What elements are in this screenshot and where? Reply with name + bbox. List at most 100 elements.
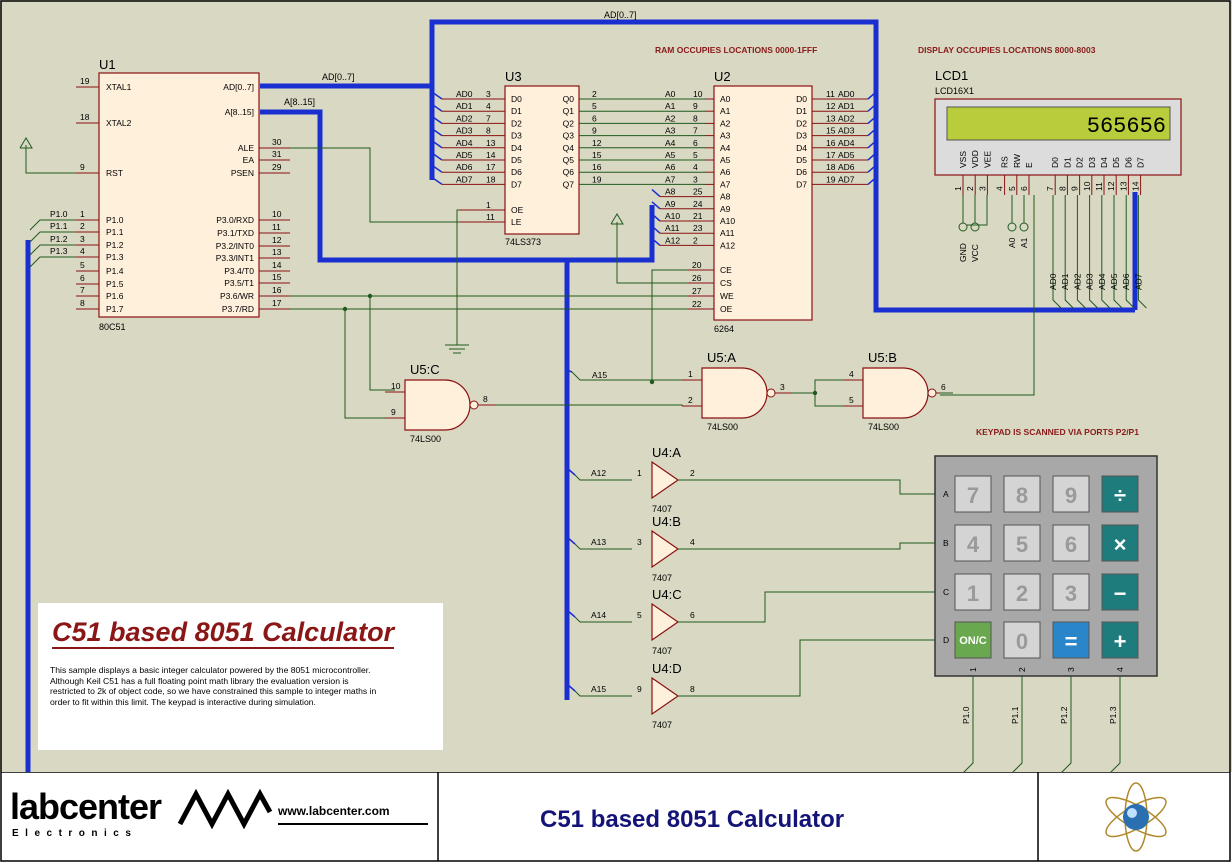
lcd-pin-num: 1 [953, 186, 963, 191]
key-label: 2 [1016, 581, 1028, 606]
u2-pin-name: CE [720, 265, 732, 275]
buffer-u4-b-part: 7407 [652, 573, 672, 583]
buffer-u4-c-net-label: A14 [591, 610, 606, 620]
p1-net-wire [29, 219, 76, 231]
u2-pin-name: A10 [720, 216, 735, 226]
u1-pin-num: 17 [272, 298, 282, 308]
u2-net-label: A7 [665, 174, 676, 184]
u1-body [98, 72, 260, 318]
p1-net-wire [29, 231, 76, 243]
keypad-col-label: 2 [1017, 667, 1027, 672]
keypad-key-1[interactable]: 1 [954, 573, 992, 611]
bus-entry [651, 213, 661, 222]
u1-pin-num: 7 [80, 285, 85, 295]
keypad-key-4[interactable]: 4 [954, 524, 992, 562]
u3-pin-name: D4 [511, 143, 522, 153]
u5c-ref: U5:C [410, 362, 440, 377]
labcenter-logo: labcenter [10, 786, 162, 827]
u2-pin-name: A1 [720, 106, 731, 116]
cs-power-wire [616, 222, 687, 284]
u2-pin-name: CS [720, 278, 732, 288]
u2-pin-name: A4 [720, 143, 731, 153]
keypad-col-wire [1109, 676, 1121, 774]
keypad-key-9[interactable]: 9 [1052, 475, 1090, 513]
u1-pin-name: P1.1 [106, 227, 124, 237]
u2-pin-num: 8 [693, 113, 698, 123]
keypad-key-+[interactable]: + [1101, 621, 1139, 659]
keypad-row-label: D [943, 635, 949, 645]
lcd-pin-num: 5 [1007, 186, 1017, 191]
u2-pin-num: 25 [693, 187, 703, 197]
buffer-u4-b-in-wire [574, 543, 632, 550]
buffer-a-out-wire [678, 479, 935, 495]
keypad-key-6[interactable]: 6 [1052, 524, 1090, 562]
u1-pin-num: 30 [272, 137, 282, 147]
labcenter-url[interactable]: www.labcenter.com [278, 804, 390, 818]
bus-entry [431, 152, 443, 161]
u1-pin-num: 29 [272, 162, 282, 172]
note-display: DISPLAY OCCUPIES LOCATIONS 8000-8003 [918, 45, 1096, 55]
u2-pin-name: A6 [720, 167, 731, 177]
key-face [1003, 621, 1041, 659]
p1-net-label: P1.2 [50, 234, 68, 244]
keypad-col-net: P1.2 [1059, 706, 1069, 724]
u1-pin-name: P3.1/TXD [217, 228, 254, 238]
u3-pin-num: 12 [592, 138, 602, 148]
u3-pin-num: 4 [486, 101, 491, 111]
u2-pin-num: 20 [692, 260, 702, 270]
lcd-pin-name: D1 [1062, 157, 1072, 168]
keypad-key-×[interactable]: × [1101, 524, 1139, 562]
lcd-pin-num: 3 [977, 186, 987, 191]
bus-entry [867, 91, 877, 100]
u2-pin-num: 5 [693, 150, 698, 160]
u3-pin-num: 5 [592, 101, 597, 111]
keypad-key-=[interactable]: = [1052, 621, 1090, 659]
u2-pin-num: 24 [693, 199, 703, 209]
keypad-key-3[interactable]: 3 [1052, 573, 1090, 611]
keypad-key-2[interactable]: 2 [1003, 573, 1041, 611]
u2-net-label: AD2 [838, 113, 855, 123]
bus-entry [431, 91, 443, 100]
keypad-key-0[interactable]: 0 [1003, 621, 1041, 659]
u2-net-label: A12 [665, 235, 680, 245]
description-text: This sample displays a basic integer cal… [50, 665, 377, 707]
bus-entry [566, 369, 573, 373]
u3-pin-num: 11 [486, 212, 495, 222]
u2-net-label: AD5 [838, 150, 855, 160]
keypad-key-÷[interactable]: ÷ [1101, 475, 1139, 513]
u3-net-label: AD2 [456, 113, 473, 123]
bus-entry [867, 152, 877, 161]
u2-pin-name: A5 [720, 155, 731, 165]
keypad-key-7[interactable]: 7 [954, 475, 992, 513]
junction-dot [649, 379, 655, 385]
bus-entry [431, 115, 443, 125]
keypad-key-on-c[interactable]: ON/C [954, 621, 992, 659]
lcd-data-wire [1089, 195, 1098, 309]
key-label: 3 [1065, 581, 1077, 606]
u5c-pin-num: 8 [483, 394, 488, 404]
keypad-col-net: P1.1 [1010, 706, 1020, 724]
u3-pin-name: D0 [511, 94, 522, 104]
u3-pin-name: Q2 [563, 118, 575, 128]
lcd-display-value: 565656 [1087, 114, 1166, 139]
keypad-key-−[interactable]: − [1101, 573, 1139, 611]
u2-net-label: AD0 [838, 89, 855, 99]
bus-entry [566, 467, 576, 476]
buffer-u4-b-body [651, 529, 680, 569]
terminal-icon [970, 222, 980, 232]
u1-pin-name: P1.7 [106, 304, 124, 314]
u3-pin-name: D7 [511, 179, 522, 189]
junction-dot [812, 390, 818, 396]
keypad-key-8[interactable]: 8 [1003, 475, 1041, 513]
key-label: + [1114, 629, 1127, 654]
lcd-data-wire [1052, 195, 1062, 309]
bus-entry [431, 176, 443, 186]
keypad-key-5[interactable]: 5 [1003, 524, 1041, 562]
key-face [1003, 524, 1041, 562]
u1-pin-name: P3.6/WR [220, 291, 254, 301]
rst-wire [25, 145, 76, 174]
u3-net-label: AD7 [456, 174, 473, 184]
u1-pin-name: ALE [238, 143, 254, 153]
u3-body [504, 85, 580, 235]
key-label: 0 [1016, 629, 1028, 654]
